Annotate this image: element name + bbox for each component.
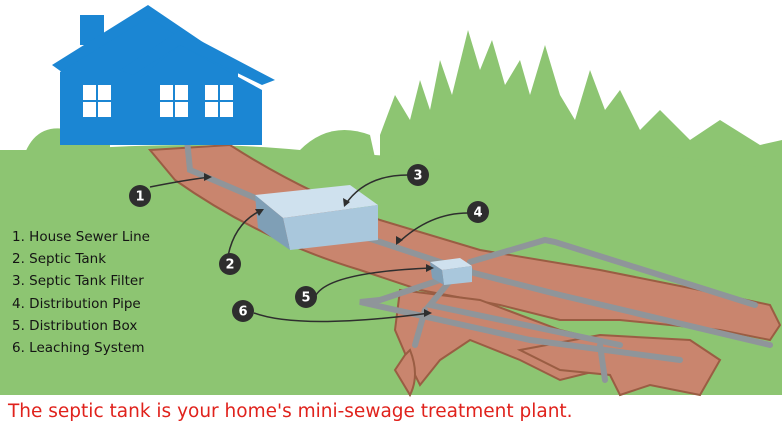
svg-text:2: 2 <box>225 258 234 273</box>
legend-item-house-sewer-line: 1. House Sewer Line <box>12 229 150 245</box>
house <box>52 5 275 145</box>
callout-arrowheads <box>204 173 434 317</box>
legend-item-septic-tank-filter: 3. Septic Tank Filter <box>12 273 144 290</box>
septic-tank <box>255 185 378 250</box>
legend-list: 1. House Sewer Line 2. Septic Tank 3. Se… <box>12 226 150 359</box>
svg-text:6: 6 <box>238 305 247 320</box>
svg-text:1: 1 <box>135 190 144 205</box>
svg-text:3: 3 <box>413 169 422 184</box>
svg-text:5: 5 <box>301 291 310 306</box>
callout-badge-6: 6 <box>232 300 254 322</box>
callout-badge-4: 4 <box>467 201 489 223</box>
callout-badge-3: 3 <box>407 164 429 186</box>
legend-item-distribution-pipe: 4. Distribution Pipe <box>12 295 141 312</box>
caption: The septic tank is your home's mini-sewa… <box>8 401 573 422</box>
legend-item-distribution-box: 5. Distribution Box <box>12 317 138 334</box>
legend-item-leaching-system: 6. Leaching System <box>12 340 145 357</box>
callout-badge-1: 1 <box>129 185 151 207</box>
svg-text:4: 4 <box>473 206 482 221</box>
callout-badge-5: 5 <box>295 286 317 308</box>
callout-badge-2: 2 <box>219 253 241 275</box>
legend-item-septic-tank: 2. Septic Tank <box>12 251 107 268</box>
